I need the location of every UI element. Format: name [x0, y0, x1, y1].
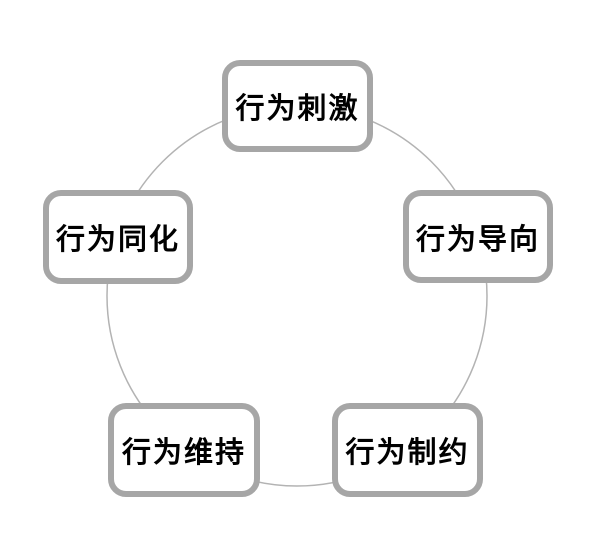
node-label: 行为刺激 [235, 93, 360, 125]
node-label: 行为导向 [415, 223, 540, 256]
node-behavior-assimilation: 行为同化 [43, 190, 193, 284]
node-label: 行为制约 [345, 437, 470, 469]
node-label: 行为维持 [121, 437, 246, 469]
node-behavior-maintenance: 行为维持 [108, 403, 260, 497]
node-label: 行为同化 [55, 224, 180, 256]
node-behavior-stimulus: 行为刺激 [222, 60, 373, 152]
node-behavior-constraint: 行为制约 [332, 403, 483, 497]
node-behavior-orientation: 行为导向 [403, 190, 553, 283]
